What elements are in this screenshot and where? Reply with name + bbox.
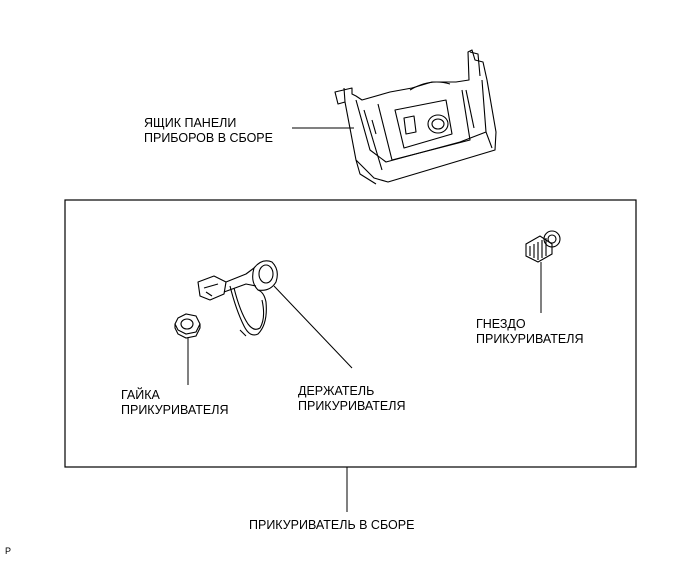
lighter-nut-drawing <box>174 313 201 339</box>
panel-box-label: ЯЩИК ПАНЕЛИ ПРИБОРОВ В СБОРЕ <box>144 116 273 146</box>
panel-box-label-line1: ЯЩИК ПАНЕЛИ <box>144 116 237 130</box>
lighter-holder-label-line2: ПРИКУРИВАТЕЛЯ <box>298 399 406 413</box>
lighter-nut-label: ГАЙКА ПРИКУРИВАТЕЛЯ <box>121 388 228 418</box>
lighter-holder-label-line1: ДЕРЖАТЕЛЬ <box>298 384 375 398</box>
lighter-socket-drawing <box>525 230 561 263</box>
panel-box-label-line2: ПРИБОРОВ В СБОРЕ <box>144 131 273 145</box>
holder-leader <box>273 285 353 369</box>
instrument-panel-box-drawing <box>334 49 497 185</box>
lighter-socket-label-line2: ПРИКУРИВАТЕЛЯ <box>476 332 584 346</box>
corner-mark: P <box>5 546 12 556</box>
lighter-socket-label-line1: ГНЕЗДО <box>476 317 526 331</box>
lighter-socket-label: ГНЕЗДО ПРИКУРИВАТЕЛЯ <box>476 317 583 347</box>
lighter-holder-drawing <box>197 260 278 337</box>
lighter-holder-label: ДЕРЖАТЕЛЬ ПРИКУРИВАТЕЛЯ <box>298 384 405 414</box>
assembly-label: ПРИКУРИВАТЕЛЬ В СБОРЕ <box>249 518 415 532</box>
assembly-frame <box>64 199 637 468</box>
lighter-nut-label-line2: ПРИКУРИВАТЕЛЯ <box>121 403 229 417</box>
lighter-nut-label-line1: ГАЙКА <box>121 388 160 402</box>
